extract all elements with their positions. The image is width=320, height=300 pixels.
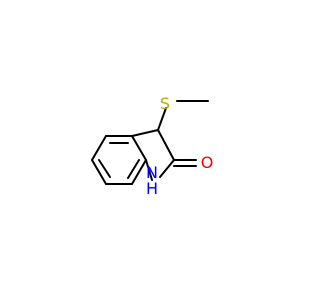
bonds (91, 100, 209, 185)
bond-ring-6 (91, 135, 107, 161)
bond-ring-3 (131, 159, 147, 185)
structure-diagram: S O N H (91, 94, 213, 198)
bond-n1-c7a (145, 159, 153, 181)
hydrogen-atom: H (146, 179, 158, 198)
bond-c3-c2 (157, 129, 175, 161)
oxygen-atom: O (201, 153, 214, 172)
nitrogen-atom: N (146, 163, 158, 182)
atom-labels: S O N H (146, 94, 213, 198)
bond-ring-2 (131, 135, 147, 161)
bond-ring-5 (91, 159, 107, 185)
bond-ring-3-inner (127, 159, 140, 179)
molecule-canvas: S O N H (91, 94, 213, 198)
bond-c3-s (157, 107, 167, 131)
bond-c2-n1 (159, 159, 175, 178)
bond-c3a-c3 (131, 129, 159, 137)
bond-ring-5-inner (98, 159, 111, 178)
sulfur-atom: S (160, 94, 170, 113)
